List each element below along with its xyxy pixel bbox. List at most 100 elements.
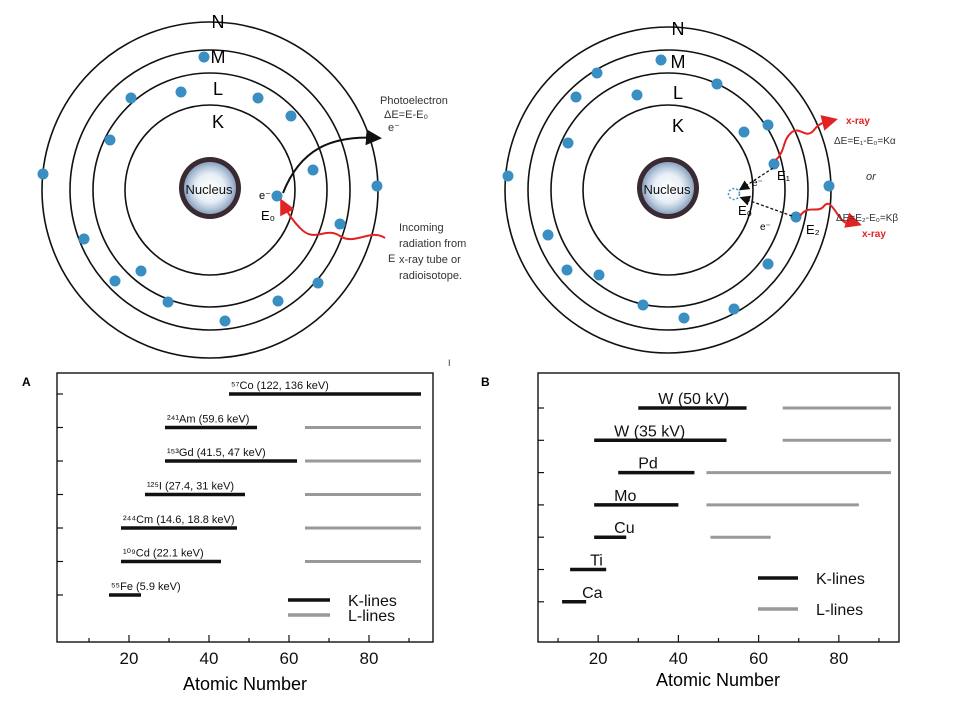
series-label: ⁵⁷Co (122, 136 keV) xyxy=(231,380,329,392)
shell-l xyxy=(92,72,328,308)
x-tick-label: 60 xyxy=(749,649,768,668)
electron xyxy=(593,269,605,281)
electron xyxy=(371,180,383,192)
series-label: Pd xyxy=(638,456,658,473)
x-tick-label: 60 xyxy=(280,649,299,668)
panel-label-b: B xyxy=(481,375,490,389)
x-tick-label: 80 xyxy=(360,649,379,668)
series-label: ⁵⁵Fe (5.9 keV) xyxy=(111,581,181,593)
legend-label: L-lines xyxy=(816,602,863,619)
shell-m xyxy=(527,49,809,331)
panel-label-a: A xyxy=(22,375,31,389)
electron xyxy=(162,296,174,308)
electron xyxy=(711,78,723,90)
series-label: Ca xyxy=(582,585,603,602)
electron xyxy=(637,299,649,311)
electron xyxy=(175,86,187,98)
series-label: W (35 kV) xyxy=(614,423,685,440)
x-tick-label: 80 xyxy=(829,649,848,668)
vacancy-electron xyxy=(271,190,283,202)
l-electron xyxy=(768,158,780,170)
incoming-text-line: radioisotope. xyxy=(399,270,462,282)
shell-label-m: M xyxy=(671,52,686,72)
electron xyxy=(762,119,774,131)
electron xyxy=(502,170,514,182)
electron xyxy=(37,168,49,180)
l-energy-label: E₁ xyxy=(777,168,791,183)
l-electron-label: e⁻ xyxy=(752,178,763,189)
electron xyxy=(312,277,324,289)
x-axis-label: Atomic Number xyxy=(656,670,780,690)
electron xyxy=(762,258,774,270)
nucleus xyxy=(184,162,236,214)
incoming-text-line: radiation from xyxy=(399,238,466,250)
atom-right: Nucleus N M L K E₀ xyxy=(502,19,898,354)
electron xyxy=(125,92,137,104)
electron xyxy=(728,303,740,315)
series-label: ²⁴⁴Cm (14.6, 18.8 keV) xyxy=(123,514,235,526)
electrons-left xyxy=(37,51,383,327)
stray-mark: I xyxy=(448,358,451,368)
electron xyxy=(219,315,231,327)
electron xyxy=(655,54,667,66)
electron xyxy=(78,233,90,245)
photoelectron-symbol: e⁻ xyxy=(388,122,400,134)
photoelectron-label: Photoelectron xyxy=(380,95,448,107)
series-label: Ti xyxy=(590,553,603,570)
electron xyxy=(252,92,264,104)
electron xyxy=(738,126,750,138)
shell-label-k: K xyxy=(672,116,684,136)
electron xyxy=(334,218,346,230)
photoelectron-energy: ΔE=E-E₀ xyxy=(384,109,428,121)
m-electron-label: e⁻ xyxy=(760,222,771,233)
electron xyxy=(823,180,835,192)
m-electron xyxy=(790,211,802,223)
series-label: ¹⁰⁹Cd (22.1 keV) xyxy=(123,548,204,560)
electron xyxy=(570,91,582,103)
shell-label-m: M xyxy=(211,47,226,67)
electron xyxy=(542,229,554,241)
x-ray-top-label: x-ray xyxy=(846,116,870,127)
ticks: 20 40 60 80 xyxy=(538,407,880,668)
x-axis-label: Atomic Number xyxy=(183,674,307,694)
series-label: Mo xyxy=(614,488,636,505)
incoming-radiation-arrow xyxy=(280,198,386,241)
electrons-right xyxy=(502,54,835,324)
series-label: ¹⁵³Gd (41.5, 47 keV) xyxy=(167,447,266,459)
vacancy xyxy=(727,187,741,201)
ejected-electron-label: e⁻ xyxy=(259,190,271,202)
vacancy-label: E₀ xyxy=(738,203,752,218)
incoming-energy-label: E xyxy=(388,253,395,265)
x-tick-label: 40 xyxy=(669,649,688,668)
marks: W (50 kV)W (35 kV)PdMoCuTiCaK-linesL-lin… xyxy=(562,391,891,619)
x-tick-label: 40 xyxy=(200,649,219,668)
electron xyxy=(678,312,690,324)
x-ray-bottom-arrow xyxy=(799,202,862,228)
series-label: ²⁴¹Am (59.6 keV) xyxy=(167,414,249,426)
vacancy-energy-label: E₀ xyxy=(261,208,275,223)
or-label: or xyxy=(866,171,877,183)
k-beta-equation: ΔE=E₂-E₀=Kβ xyxy=(836,213,898,224)
shell-l xyxy=(550,72,786,308)
electron xyxy=(135,265,147,277)
x-tick-label: 20 xyxy=(589,649,608,668)
legend-label: L-lines xyxy=(348,608,395,625)
electron xyxy=(104,134,116,146)
electron xyxy=(591,67,603,79)
nucleus-label: Nucleus xyxy=(186,182,233,197)
shell-k xyxy=(124,104,296,276)
shell-label-l: L xyxy=(673,83,683,103)
incoming-text-line: x-ray tube or xyxy=(399,254,461,266)
legend-label: K-lines xyxy=(816,571,865,588)
incoming-text-line: Incoming xyxy=(399,222,444,234)
electron xyxy=(562,137,574,149)
shell-label-n: N xyxy=(672,19,685,39)
k-alpha-equation: ΔE=E₁-E₀=Kα xyxy=(834,136,896,147)
nucleus xyxy=(642,162,694,214)
atom-left: Nucleus N M L K e⁻ E₀ xyxy=(37,12,466,359)
shell-label-n: N xyxy=(212,12,225,32)
